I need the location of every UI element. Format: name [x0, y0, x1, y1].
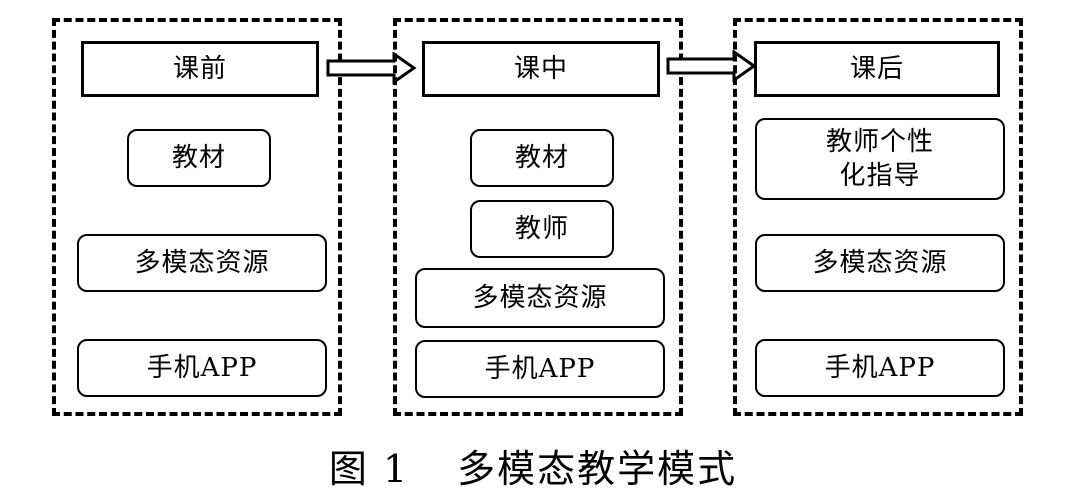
node-textbook: 教材	[470, 129, 614, 187]
stage-after-class: 课后 教师个性 化指导 多模态资源 手机APP	[733, 18, 1023, 416]
node-mobile-app: 手机APP	[755, 339, 1005, 397]
figure-caption: 图 1 多模态教学模式	[0, 437, 1066, 493]
node-teacher: 教师	[470, 200, 614, 258]
stage-header-during-class: 课中	[422, 41, 660, 97]
stage-header-before-class: 课前	[81, 41, 319, 97]
figure-number: 图 1	[328, 446, 410, 491]
node-textbook: 教材	[127, 129, 271, 187]
figure-title: 多模态教学模式	[457, 446, 738, 491]
stage-during-class: 课中 教材 教师 多模态资源 手机APP	[393, 18, 683, 416]
node-multimodal-resources: 多模态资源	[755, 234, 1005, 292]
node-mobile-app: 手机APP	[77, 339, 327, 397]
node-mobile-app: 手机APP	[415, 340, 665, 398]
node-teacher-personalized-guidance: 教师个性 化指导	[755, 118, 1005, 200]
node-multimodal-resources: 多模态资源	[415, 268, 665, 328]
stage-header-after-class: 课后	[754, 41, 1000, 97]
node-multimodal-resources: 多模态资源	[77, 234, 327, 292]
stage-before-class: 课前 教材 多模态资源 手机APP	[52, 18, 342, 416]
